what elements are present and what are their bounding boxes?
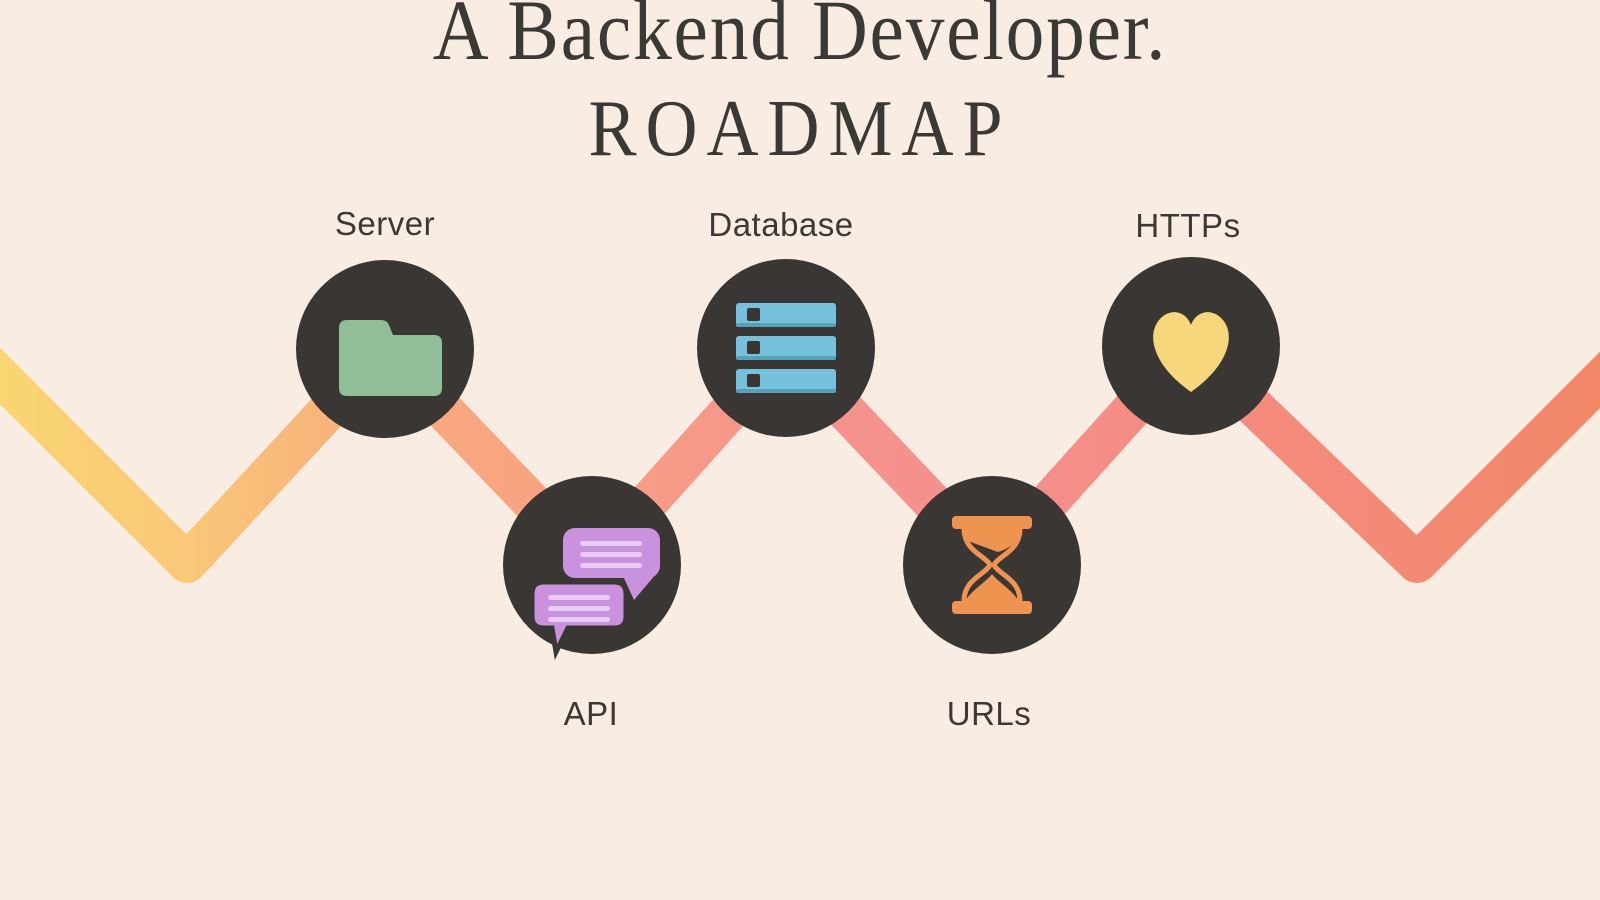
folder-icon bbox=[339, 320, 442, 396]
page-title: A Backend Developer. ROADMAP bbox=[80, 0, 1520, 172]
server-stack-icon bbox=[736, 303, 836, 393]
node-api bbox=[503, 476, 681, 660]
api-label: API bbox=[563, 695, 619, 732]
database-label: Database bbox=[708, 206, 854, 243]
title-line-2: ROADMAP bbox=[588, 85, 1012, 173]
server-label: Server bbox=[334, 205, 436, 242]
urls-label: URLs bbox=[946, 695, 1032, 732]
hourglass-icon bbox=[952, 516, 1032, 614]
https-label: HTTPs bbox=[1135, 207, 1241, 244]
node-https bbox=[1102, 257, 1280, 435]
heart-icon bbox=[1153, 312, 1229, 392]
node-urls bbox=[903, 476, 1081, 654]
title-line-1: A Backend Developer. bbox=[432, 0, 1168, 78]
chat-bubbles-icon bbox=[529, 528, 660, 660]
node-server bbox=[296, 260, 474, 438]
node-database bbox=[697, 259, 875, 437]
